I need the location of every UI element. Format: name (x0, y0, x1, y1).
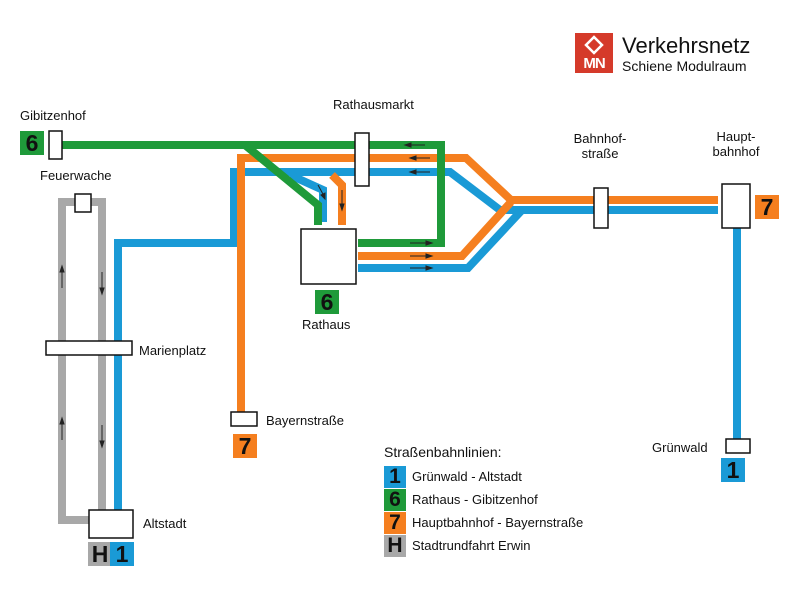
badge-line-6-gibitzenhof: 6 (20, 131, 44, 155)
badge-line-7-hauptbahnhof: 7 (755, 195, 779, 219)
station-boxes (45, 130, 751, 539)
station-rathaus-box[interactable] (300, 228, 357, 285)
badge-line-7-bayernstrasse: 7 (233, 434, 257, 458)
station-gruenwald-box[interactable] (725, 438, 751, 454)
station-gibitzenhof-box[interactable] (48, 130, 63, 160)
label-bahnhofstrasse: Bahnhof- straße (573, 131, 627, 161)
legend-badge-h: H (384, 535, 406, 557)
line-6-route (62, 141, 445, 247)
station-hauptbahnhof-box[interactable] (721, 183, 751, 229)
station-altstadt-box[interactable] (88, 509, 134, 539)
label-gibitzenhof: Gibitzenhof (20, 108, 86, 123)
label-rathaus: Rathaus (302, 317, 351, 332)
label-gruenwald: Grünwald (652, 440, 708, 455)
station-rathausmarkt-box[interactable] (354, 132, 370, 187)
badge-line-1-gruenwald: 1 (721, 458, 745, 482)
mn-logo: MN (575, 33, 613, 73)
legend-label-1: Grünwald - Altstadt (412, 469, 522, 484)
badge-line-1-altstadt: 1 (110, 542, 134, 566)
label-hauptbahnhof: Haupt- bahnhof (712, 129, 760, 159)
legend-badge-6: 6 (384, 489, 406, 511)
map-title: Verkehrsnetz (622, 33, 751, 58)
label-feuerwache: Feuerwache (40, 168, 112, 183)
line-1-route (114, 168, 741, 515)
logo-text: MN (583, 55, 605, 72)
station-bayernstrasse-box[interactable] (230, 411, 258, 427)
label-rathausmarkt: Rathausmarkt (333, 97, 414, 112)
label-marienplatz: Marienplatz (139, 343, 207, 358)
legend-badge-7: 7 (384, 512, 406, 534)
station-bahnhofstrasse-box[interactable] (593, 187, 609, 229)
legend-title: Straßenbahnlinien: (384, 444, 502, 460)
line-7-route (237, 154, 718, 412)
badge-line-6-rathaus: 6 (315, 290, 339, 314)
station-feuerwache-box[interactable] (74, 193, 92, 213)
station-marienplatz-box[interactable] (45, 340, 133, 356)
map-subtitle: Schiene Modulraum (622, 58, 747, 74)
logo-diamond-icon (584, 35, 604, 55)
legend-label-7: Hauptbahnhof - Bayernstraße (412, 515, 584, 530)
legend-label-h: Stadtrundfahrt Erwin (412, 538, 531, 553)
label-altstadt: Altstadt (143, 516, 187, 531)
legend-badge-1: 1 (384, 466, 406, 488)
direction-arrows (59, 142, 434, 449)
line-h-route (58, 198, 106, 524)
label-bayernstrasse: Bayernstraße (266, 413, 345, 428)
legend-label-6: Rathaus - Gibitzenhof (412, 492, 538, 507)
badge-line-h-altstadt: H (88, 542, 112, 566)
